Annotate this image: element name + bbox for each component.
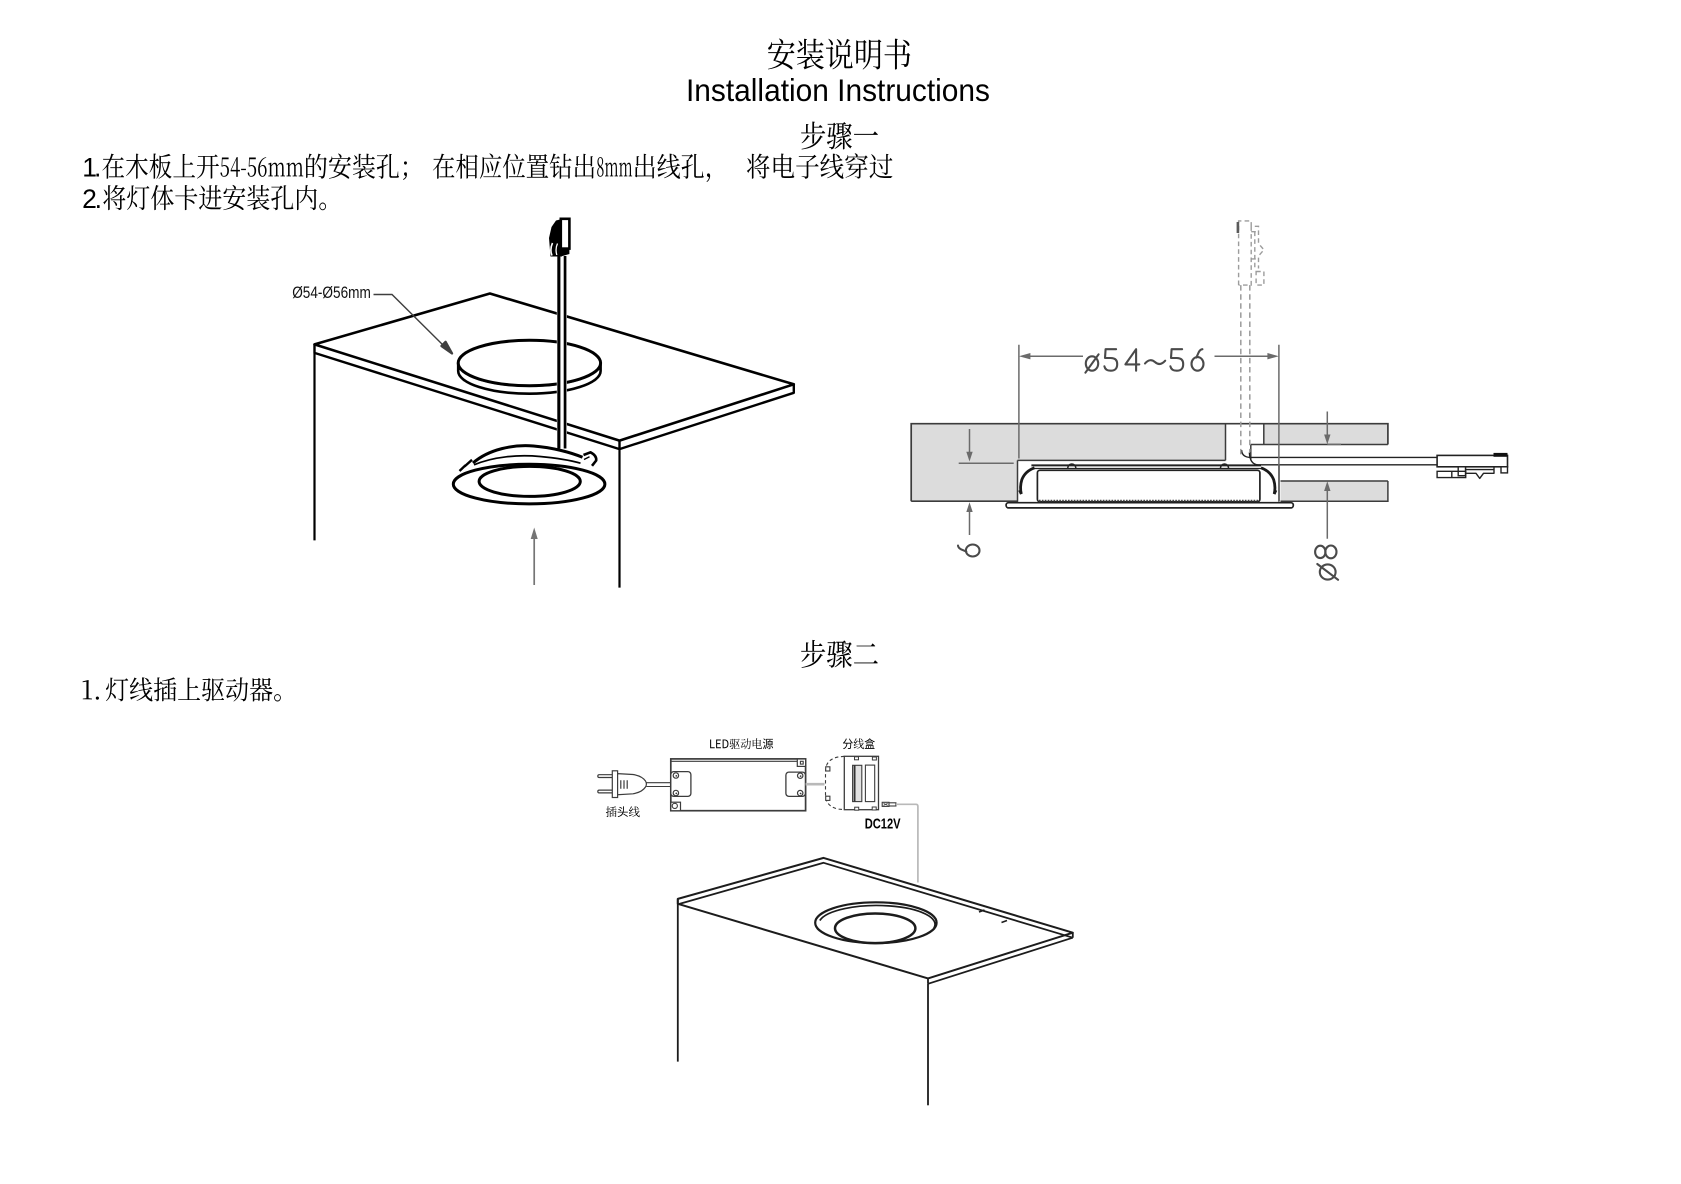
svg-text:Installation Instructions: Installation Instructions xyxy=(686,72,990,108)
svg-text:.: . xyxy=(94,152,101,182)
svg-text:Ø54-Ø56mm: Ø54-Ø56mm xyxy=(292,283,371,302)
svg-text:.: . xyxy=(95,184,102,214)
svg-text:DC12V: DC12V xyxy=(865,815,901,832)
svg-text:2: 2 xyxy=(82,184,97,214)
svg-text:1: 1 xyxy=(82,152,97,182)
